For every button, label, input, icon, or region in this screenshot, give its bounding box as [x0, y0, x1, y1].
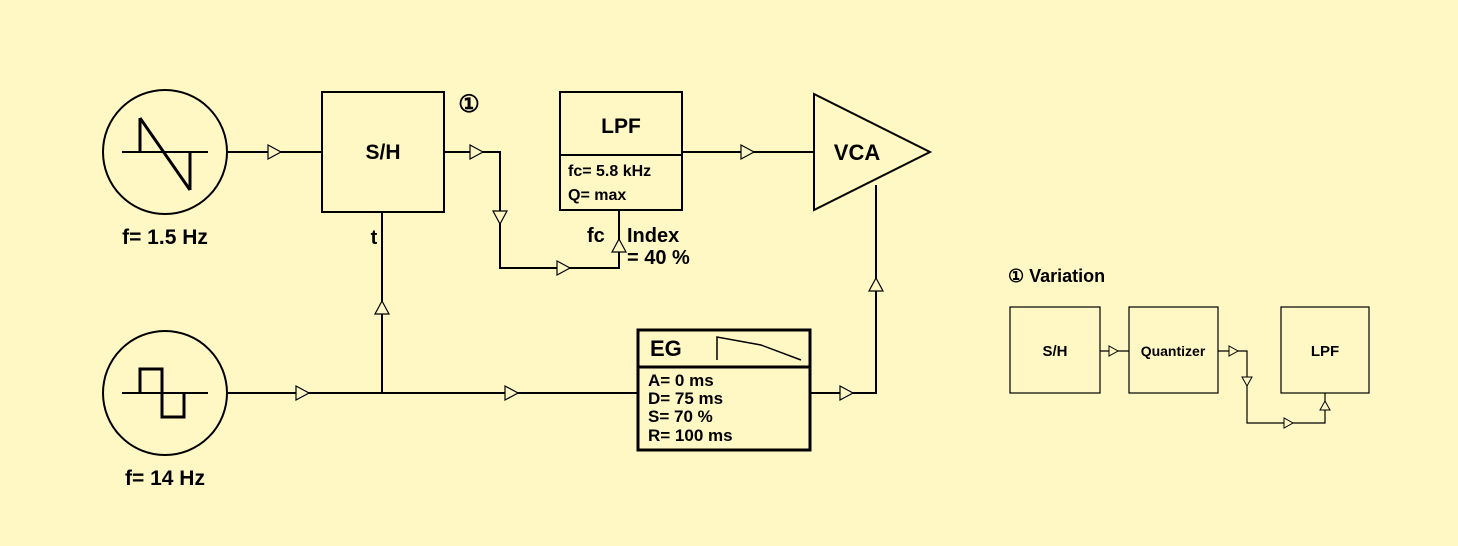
variation-marker: ①	[458, 91, 480, 118]
arrow-right-icon	[469, 143, 485, 161]
variation-lpf-label: LPF	[1311, 343, 1339, 360]
arrow-right-icon	[504, 384, 520, 402]
vca-block: VCA	[813, 92, 933, 212]
lpf-resonance: Q= max	[568, 187, 626, 204]
sawtooth-wave-icon	[138, 117, 192, 191]
eg-block: EG A= 0 ms D= 75 ms S= 70 % R= 100 ms	[636, 328, 812, 452]
variation-sh-box	[1009, 306, 1101, 394]
arrow-up-icon	[1319, 399, 1331, 411]
arrow-up-icon	[373, 299, 391, 315]
eg-sustain: S= 70 %	[648, 407, 713, 426]
lpf-block: LPF fc= 5.8 kHz Q= max fc Index = 40 %	[559, 91, 690, 269]
lfo1-oscillator: f= 1.5 Hz	[102, 89, 228, 249]
arrow-right-icon	[740, 143, 756, 161]
sample-hold-label: S/H	[365, 141, 400, 164]
wires	[228, 151, 877, 394]
vca-triangle	[813, 92, 933, 212]
eg-box	[636, 328, 812, 452]
arrow-right-icon	[1108, 345, 1120, 357]
lpf-fc-input-label: fc	[587, 225, 605, 247]
lpf-title: LPF	[601, 115, 641, 138]
variation-quantizer-label: Quantizer	[1141, 343, 1206, 359]
variation-wire	[1218, 350, 1326, 424]
lpf-index-value: = 40 %	[627, 247, 690, 269]
trigger-label: t	[371, 227, 378, 249]
arrow-down-icon	[1241, 376, 1253, 388]
arrow-right-icon	[295, 384, 311, 402]
square-wave-icon	[138, 367, 186, 419]
arrow-right-icon	[1228, 345, 1240, 357]
oscillator-circle	[102, 330, 228, 456]
eg-release: R= 100 ms	[648, 426, 733, 445]
lpf-cutoff: fc= 5.8 kHz	[568, 163, 651, 180]
eg-decay: D= 75 ms	[648, 389, 723, 408]
sample-hold-block: S/H t ①	[321, 91, 480, 249]
eg-title: EG	[650, 336, 682, 361]
arrow-right-icon	[267, 143, 283, 161]
arrow-right-icon	[839, 384, 855, 402]
lpf-index-label: Index	[627, 225, 679, 247]
lpf-box	[559, 91, 683, 211]
wire-eg-to-vca	[810, 185, 877, 394]
variation-quantizer-box	[1128, 306, 1219, 394]
arrows	[267, 143, 885, 402]
variation-title: ① Variation	[1008, 266, 1105, 286]
arrow-right-icon	[1283, 417, 1295, 429]
envelope-shape-icon	[716, 336, 802, 361]
arrow-down-icon	[491, 210, 509, 226]
vca-label: VCA	[834, 140, 881, 165]
variation-sh-label: S/H	[1042, 343, 1067, 360]
oscillator-circle	[102, 89, 228, 215]
lfo2-frequency-label: f= 14 Hz	[125, 467, 205, 490]
lfo1-frequency-label: f= 1.5 Hz	[122, 226, 208, 249]
variation-diagram: ① Variation S/H Quantizer LPF	[1008, 266, 1370, 429]
sample-hold-box	[321, 91, 445, 213]
lfo2-oscillator: f= 14 Hz	[102, 330, 228, 490]
arrow-up-icon	[610, 237, 628, 253]
eg-attack: A= 0 ms	[648, 371, 714, 390]
arrow-right-icon	[556, 259, 572, 277]
arrow-up-icon	[867, 276, 885, 292]
